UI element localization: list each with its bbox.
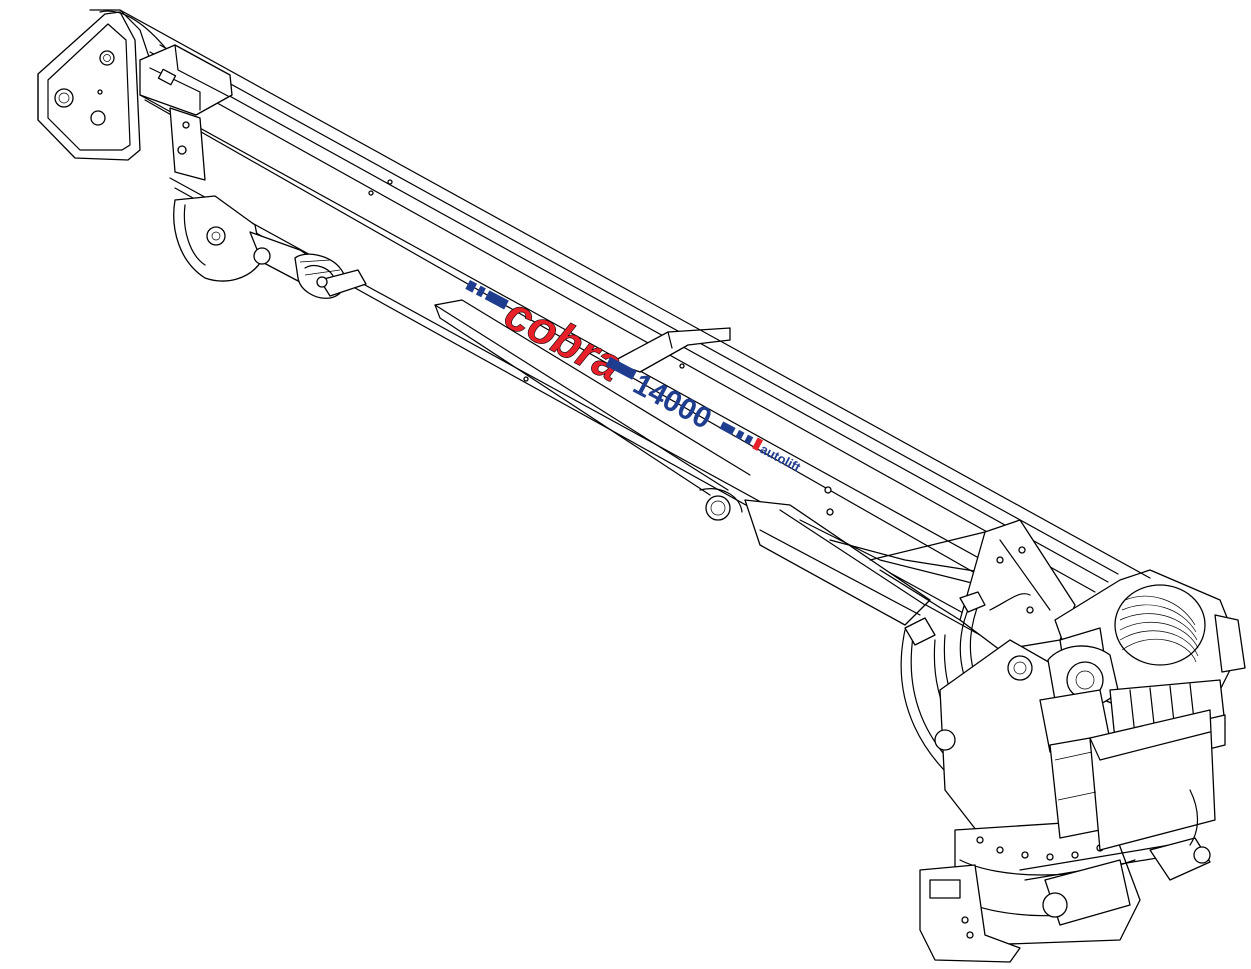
- brand-name: cobra: [496, 287, 631, 392]
- boom-tip-plate: [37, 9, 176, 161]
- maker-name: autolift: [758, 441, 804, 475]
- stay-wire: [119, 9, 1151, 579]
- hydraulic-cylinder: [744, 499, 1001, 626]
- decal-stripe-3: [484, 290, 509, 310]
- power-cables: [1019, 789, 1211, 926]
- boom-handle: [611, 327, 834, 516]
- decal-stripe-2: [475, 285, 486, 298]
- decal-stripe-5: [719, 421, 736, 436]
- decal-red-mark: [752, 437, 764, 451]
- model-number: 14000: [628, 368, 717, 436]
- control-box: [1049, 709, 1216, 851]
- decal-stripe-1: [465, 280, 478, 293]
- sheave-and-hook: [173, 195, 367, 299]
- decal-stripe-4: [605, 356, 637, 380]
- decal-stripe-7: [744, 434, 754, 445]
- main-boom: [139, 44, 1119, 636]
- lower-boom-arm: [434, 299, 751, 521]
- decal-stripe-6: [735, 429, 745, 440]
